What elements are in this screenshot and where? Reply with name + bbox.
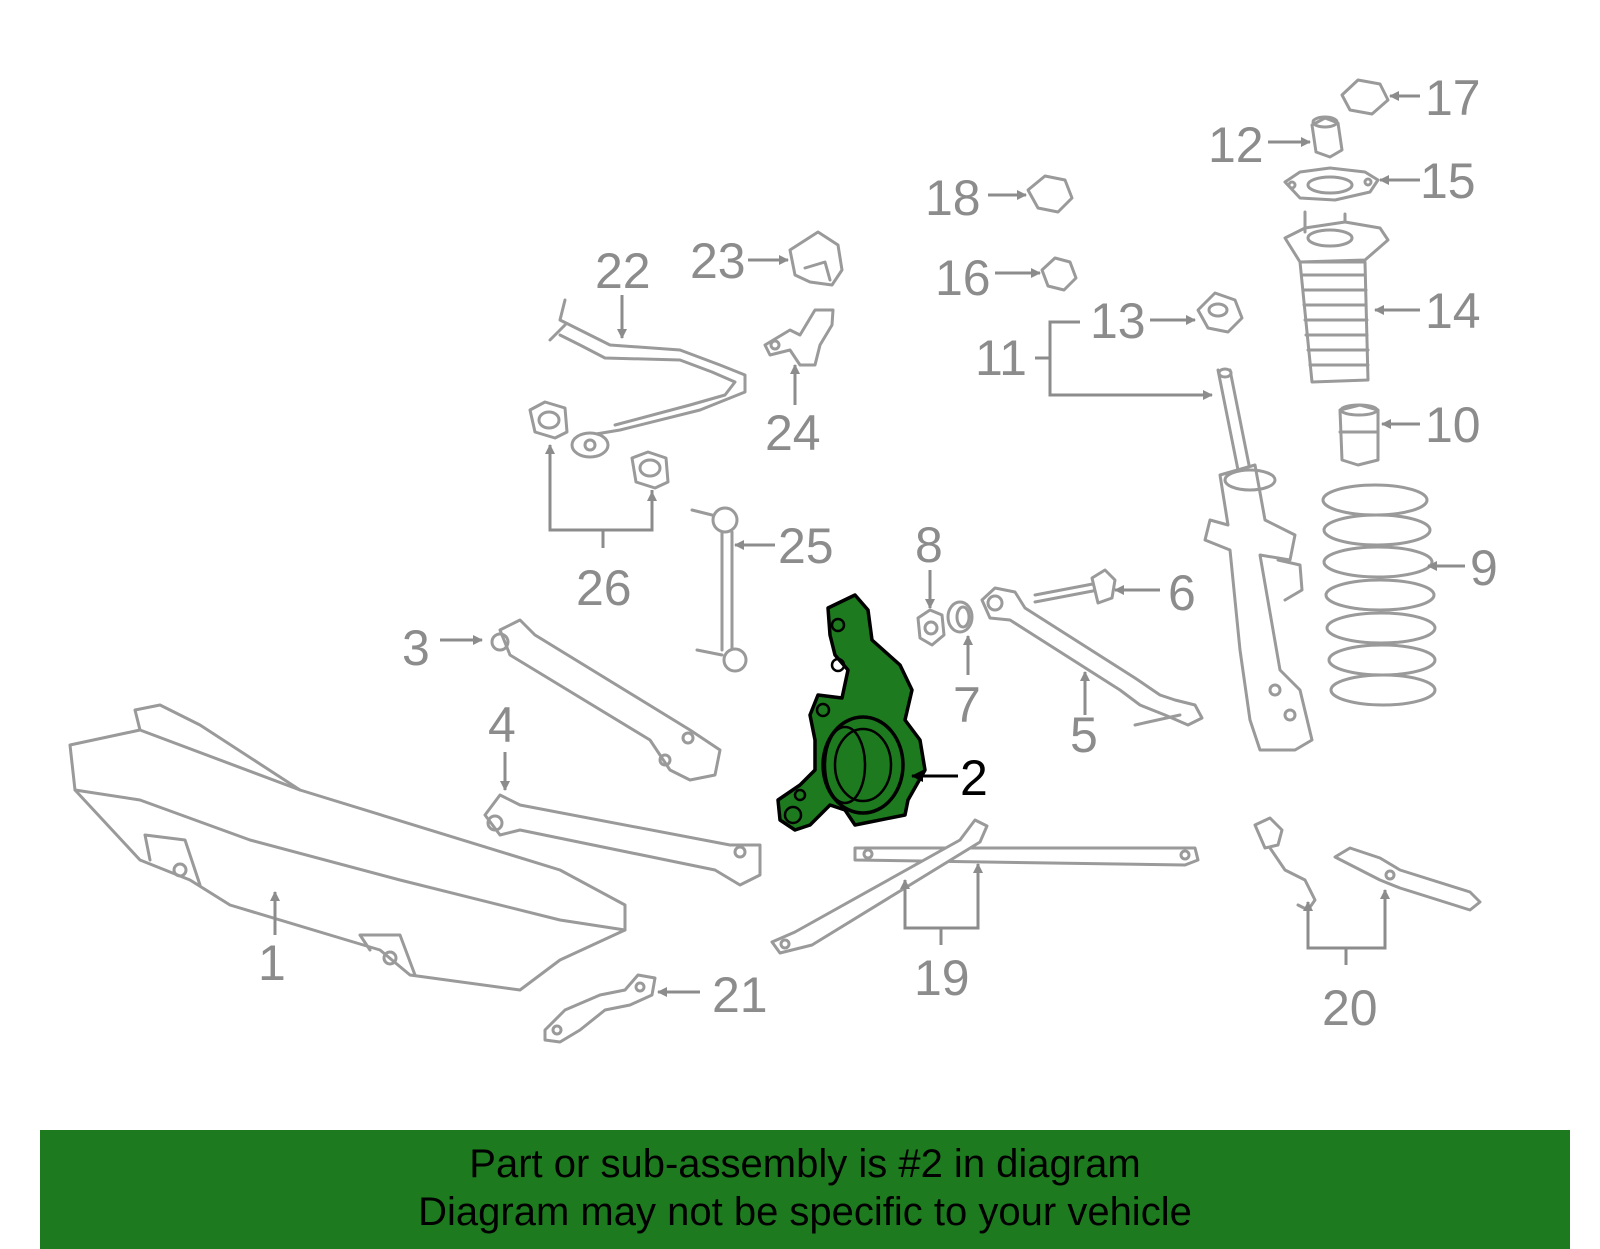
- label-19: 19: [914, 950, 970, 1006]
- bracket-part-21: [543, 973, 657, 1044]
- washer-part-7: [946, 600, 974, 634]
- label-25: 25: [778, 518, 834, 574]
- label-7: 7: [953, 677, 981, 733]
- label-4: 4: [488, 697, 516, 753]
- strut-part-11: [1203, 367, 1314, 752]
- bracket-part-23: [788, 230, 844, 287]
- label-2: 2: [960, 750, 988, 806]
- lower-arm-part-4: [483, 793, 762, 887]
- nut-part-17: [1340, 78, 1390, 116]
- mount-plate-part-15: [1283, 166, 1380, 202]
- label-23: 23: [690, 233, 746, 289]
- label-9: 9: [1470, 540, 1498, 596]
- label-3: 3: [402, 620, 430, 676]
- label-21: 21: [712, 967, 768, 1023]
- label-17: 17: [1425, 70, 1481, 126]
- label-12: 12: [1208, 117, 1264, 173]
- steering-knuckle-part-2: [776, 593, 927, 832]
- clamp-part-24: [763, 308, 835, 367]
- coil-spring-part-9: [1321, 483, 1437, 707]
- braces-part-19: [770, 818, 1200, 955]
- bushings-part-26: [528, 400, 670, 490]
- label-5: 5: [1070, 707, 1098, 763]
- label-13: 13: [1090, 293, 1146, 349]
- label-24: 24: [765, 405, 821, 461]
- nut-part-18: [1026, 174, 1074, 214]
- label-1: 1: [258, 935, 286, 991]
- stabilizer-bar-part-22: [548, 298, 747, 459]
- info-banner: Part or sub-assembly is #2 in diagram Di…: [40, 1130, 1570, 1249]
- label-20: 20: [1322, 980, 1378, 1036]
- sensors-part-20: [1253, 816, 1482, 912]
- label-14: 14: [1425, 283, 1481, 339]
- crossmember-part-1: [68, 703, 627, 992]
- banner-line-1: Part or sub-assembly is #2 in diagram: [469, 1142, 1141, 1186]
- nut-part-16: [1040, 256, 1078, 292]
- label-18: 18: [925, 170, 981, 226]
- stabilizer-link-part-25: [690, 506, 748, 673]
- nut-part-8: [916, 608, 946, 647]
- lateral-arm-part-3: [490, 618, 722, 782]
- label-26: 26: [576, 560, 632, 616]
- label-8: 8: [915, 517, 943, 573]
- bolt-part-6: [1033, 568, 1117, 605]
- bump-stop-part-10: [1338, 403, 1380, 467]
- lateral-link-part-5: [980, 586, 1204, 727]
- suspension-diagram: 1 3 4 22 23 24: [68, 70, 1498, 1044]
- label-6: 6: [1168, 565, 1196, 621]
- bump-stop-part-12: [1310, 115, 1344, 159]
- label-10: 10: [1425, 397, 1481, 453]
- banner-line-2: Diagram may not be specific to your vehi…: [418, 1190, 1192, 1234]
- label-11: 11: [975, 330, 1027, 386]
- label-22: 22: [595, 243, 651, 299]
- strut-mount-part-14: [1283, 210, 1390, 384]
- nut-part-13: [1196, 291, 1244, 334]
- label-16: 16: [935, 250, 991, 306]
- label-15: 15: [1420, 153, 1476, 209]
